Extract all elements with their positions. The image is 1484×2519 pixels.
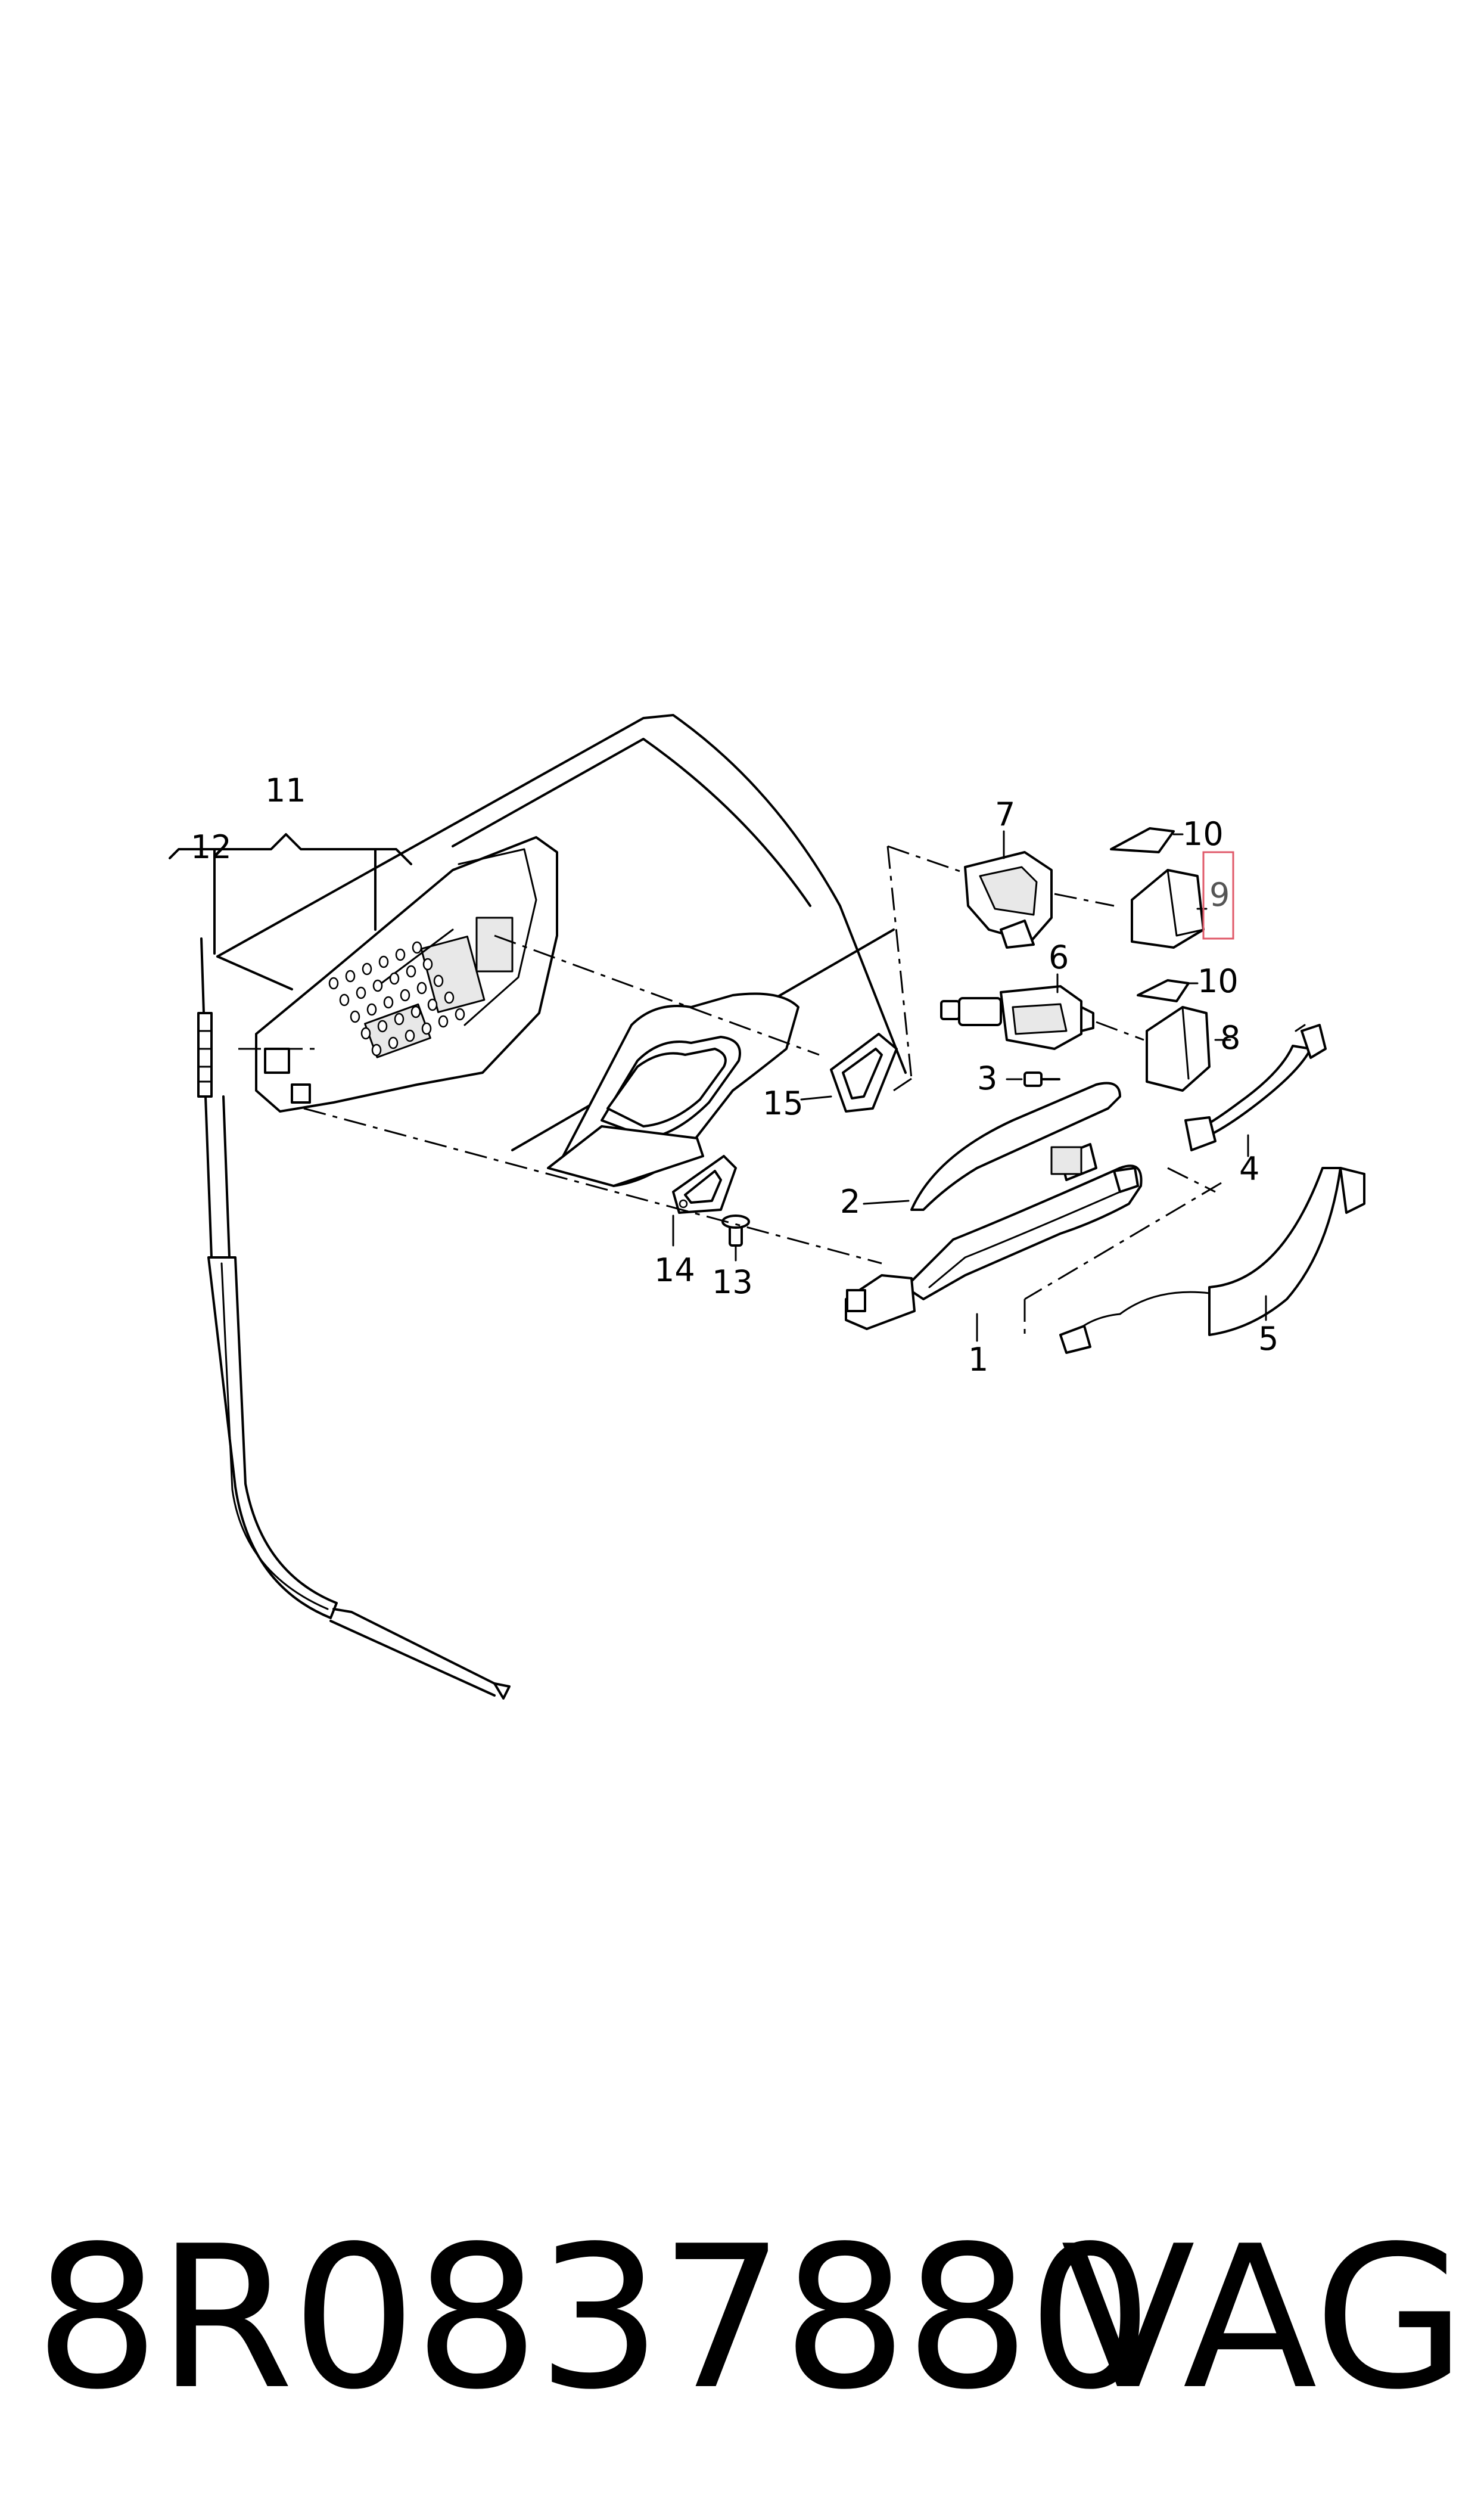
carrier-hole (416, 981, 427, 995)
gasket-part-15 (830, 1033, 898, 1113)
carrier-hole (405, 1029, 415, 1042)
carrier-holes (328, 941, 465, 1057)
bowden-cable-part (197, 937, 511, 1700)
callout-14: 14 (654, 1251, 695, 1289)
carrier-hole (389, 972, 400, 985)
carrier-hole (383, 996, 394, 1009)
carrier-hole (372, 979, 383, 992)
part-number: 8R0837880 (35, 2204, 1153, 2433)
gasket-frame-part (547, 1125, 704, 1187)
callout-4: 4 (1239, 1150, 1259, 1188)
carrier-hole (410, 1005, 421, 1018)
screw-part-3 (1023, 1071, 1060, 1087)
carrier-hole (366, 1003, 377, 1016)
callout-3: 3 (977, 1060, 997, 1097)
carrier-hole (395, 948, 406, 961)
carrier-hole (345, 970, 356, 983)
callout-10b: 10 (1197, 962, 1239, 1000)
clip-part-7 (964, 851, 1053, 949)
carrier-hole (412, 941, 422, 954)
callout-11: 11 (265, 772, 306, 809)
footer: 8R0837880 VAG (0, 2217, 1484, 2419)
carrier-hole (427, 998, 438, 1011)
callout-9-highlight-box (1202, 851, 1234, 940)
carrier-hole (444, 991, 455, 1004)
callout-11-bracket (169, 833, 412, 955)
carrier-hole (350, 1010, 360, 1023)
handle-carrier-part (255, 836, 558, 1113)
carrier-hole (388, 1036, 399, 1049)
carrier-hole (371, 1043, 382, 1057)
callout-10a: 10 (1183, 815, 1224, 853)
leader-lines (672, 830, 1267, 1342)
carrier-hole (421, 1022, 432, 1035)
callout-labels: 1 2 3 4 5 6 7 8 9 10 10 11 12 13 14 15 (191, 772, 1278, 1378)
carrier-hole (377, 1020, 388, 1033)
carrier-hole (378, 955, 389, 968)
lock-cylinder-part-6 (940, 985, 1094, 1050)
handle-trim-part-5 (1059, 1167, 1365, 1354)
carrier-hole (339, 993, 350, 1007)
carrier-hole (360, 1027, 371, 1040)
carrier-hole (400, 989, 410, 1002)
callout-8: 8 (1220, 1019, 1240, 1057)
handle-cap-part-2 (910, 1082, 1121, 1211)
callout-12: 12 (191, 828, 232, 866)
carrier-hole (406, 965, 416, 978)
callout-15: 15 (763, 1085, 804, 1122)
carrier-hole (433, 974, 444, 987)
sensor-strip-part-4 (1184, 1024, 1327, 1151)
carrier-hole (362, 962, 372, 976)
callout-7: 7 (995, 796, 1015, 833)
callout-2: 2 (840, 1183, 860, 1220)
callout-6: 6 (1049, 939, 1069, 976)
cap-cover-part-10a (1110, 827, 1175, 853)
callout-5: 5 (1258, 1320, 1278, 1358)
callout-9: 9 (1209, 876, 1230, 914)
end-cap-part-8 (1146, 1006, 1211, 1092)
carrier-hole (422, 958, 433, 971)
end-cap-part-9 (1131, 869, 1205, 949)
carrier-hole (394, 1012, 405, 1026)
seal-part-14 (672, 1155, 737, 1214)
carrier-hole (328, 977, 339, 990)
carrier-hole (356, 986, 366, 999)
outer-handle-part-1 (845, 1164, 1143, 1330)
carrier-hole (438, 1015, 449, 1028)
cap-cover-part-10b (1137, 979, 1190, 1002)
callout-13: 13 (712, 1263, 753, 1301)
brand-name: VAG (1060, 2204, 1466, 2433)
callout-1: 1 (968, 1341, 988, 1378)
screw-part-13 (721, 1215, 750, 1247)
carrier-hole (455, 1008, 465, 1021)
assembly-lines (238, 845, 1222, 1341)
